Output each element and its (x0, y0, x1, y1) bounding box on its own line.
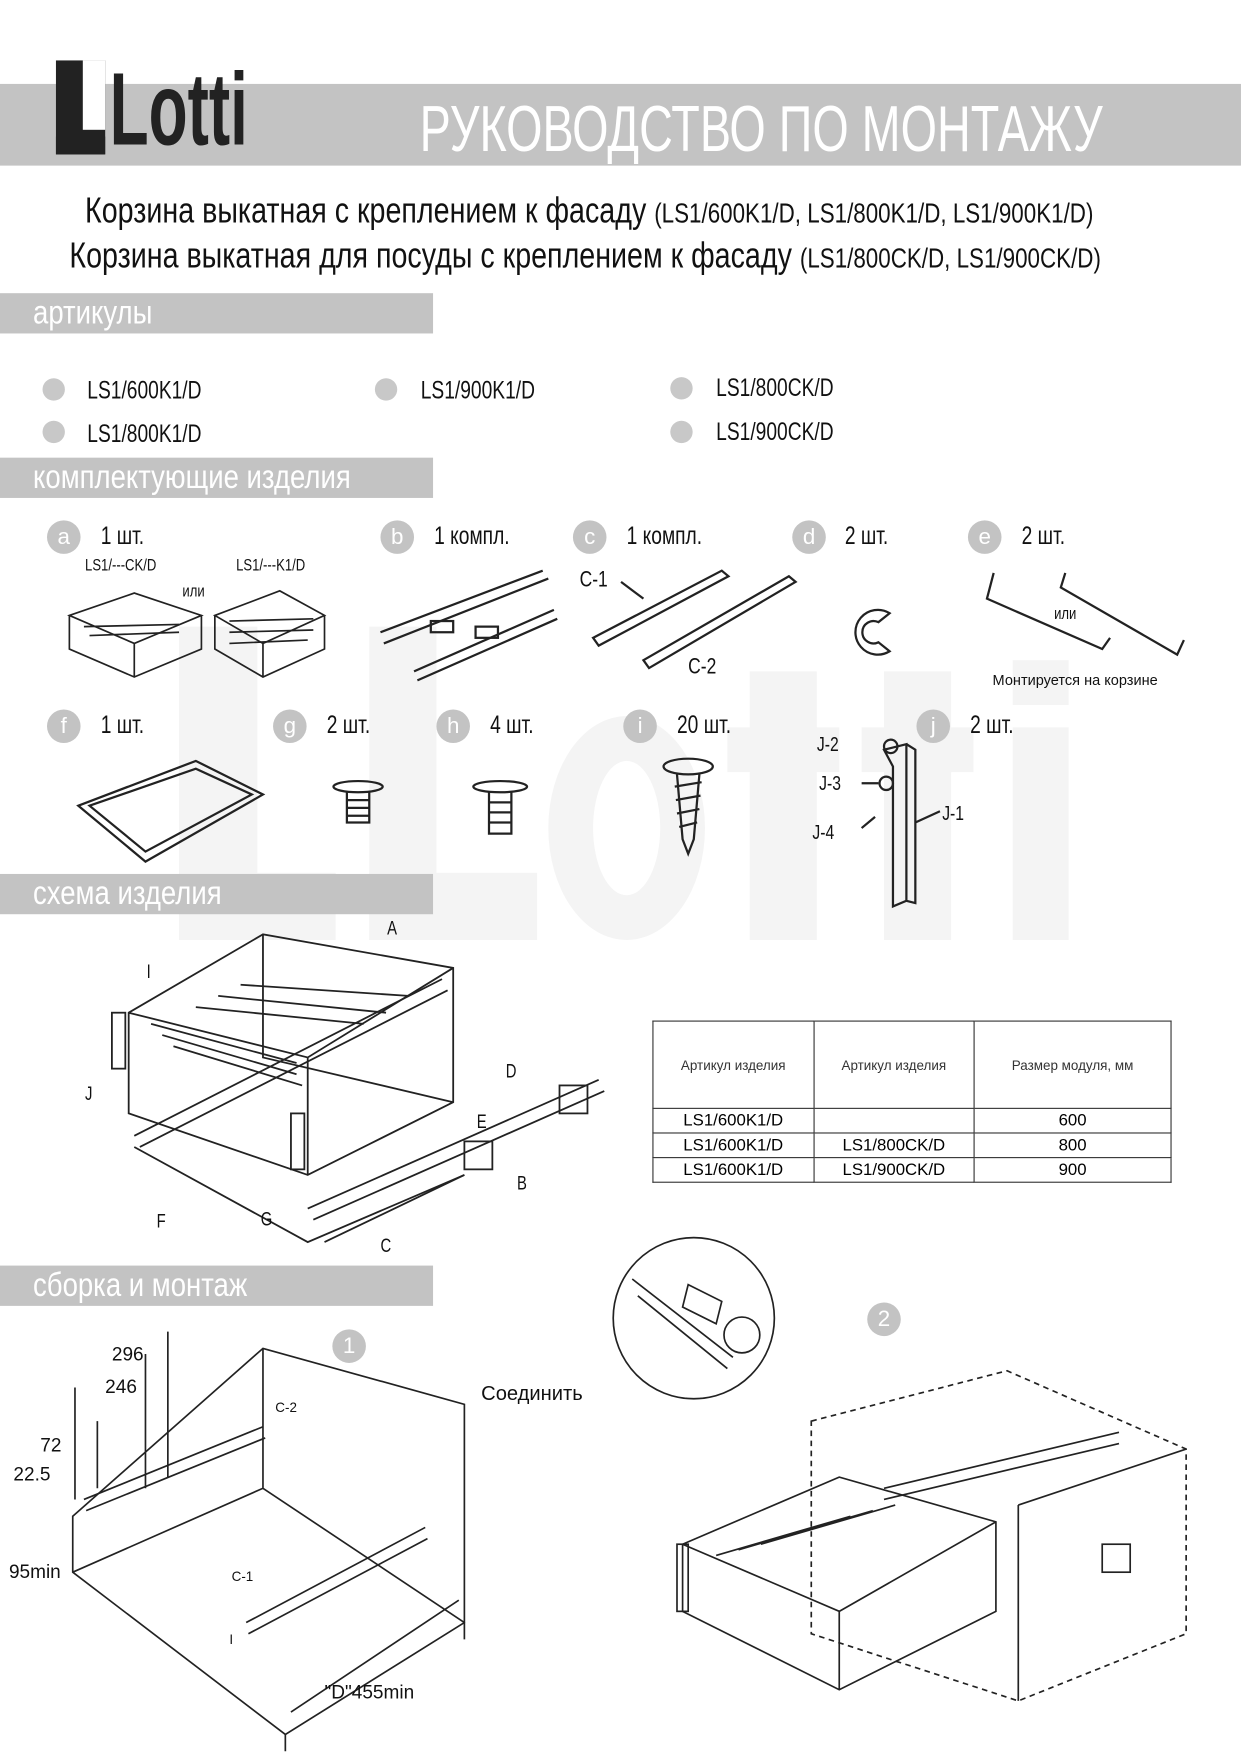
part-label: C-2 (275, 1399, 297, 1416)
step-2-badge: 2 (867, 1302, 901, 1337)
dimension-label: "D"455min (324, 1681, 415, 1704)
wire-bracket-illustration (985, 572, 1185, 657)
badge-i: i (623, 709, 657, 744)
logo-text: Lotti (109, 52, 248, 167)
badge-d: d (792, 520, 826, 554)
runners-illustration (380, 569, 558, 682)
subtitle-codes: (LS1/800CK/D, LS1/900CK/D) (799, 242, 1101, 275)
section-components: комплектующие изделия (0, 457, 434, 498)
frame-illustration (76, 759, 266, 863)
qty: 2 шт. (844, 521, 889, 550)
dimension-label: 246 (105, 1376, 137, 1398)
part-label: J-4 (812, 821, 835, 844)
part-label: I (229, 1631, 234, 1648)
bullet-icon (374, 378, 398, 401)
qty: 2 шт. (1021, 521, 1066, 550)
callout-label: C (380, 1235, 392, 1257)
callout-label: A (387, 917, 398, 939)
article-item: LS1/600K1/D (87, 375, 202, 404)
bullet-icon (42, 420, 65, 444)
size-table: Артикул изделия Артикул изделия Размер м… (652, 1020, 1172, 1183)
subtitle-text: Корзина выкатная для посуды с креплением… (69, 234, 792, 276)
qty: 1 компл. (434, 521, 510, 550)
badge-c: c (572, 520, 607, 554)
or-label: или (1054, 604, 1077, 624)
logo: Lotti (55, 53, 325, 167)
article-item: LS1/800CK/D (716, 373, 834, 402)
table-header: Размер модуля, мм (973, 1020, 1172, 1109)
dimension-label: 72 (40, 1434, 62, 1456)
part-label: C-1 (579, 567, 608, 592)
page-title: РУКОВОДСТВО ПО МОНТАЖУ (419, 92, 1103, 166)
connect-label: Соединить (481, 1381, 583, 1405)
screw-long-icon (472, 779, 529, 835)
part-label: C-1 (231, 1568, 254, 1585)
variant-label: LS1/---K1/D (236, 556, 306, 576)
subtitle-line1: Корзина выкатная с креплением к фасаду (… (85, 190, 1093, 231)
cabinet-step1-drawing (71, 1331, 466, 1752)
subtitle-line2: Корзина выкатная для посуды с креплением… (69, 235, 1101, 276)
callout-label: B (516, 1172, 527, 1194)
dimension-label: 95min (8, 1561, 61, 1583)
part-label: J-1 (942, 802, 965, 825)
qty: 2 шт. (326, 710, 371, 739)
section-assembly: сборка и монтаж (0, 1265, 434, 1306)
step-1-badge: 1 (332, 1329, 366, 1363)
qty: 2 шт. (970, 710, 1014, 739)
article-item: LS1/900CK/D (716, 417, 834, 446)
mount-note: Монтируется на корзине (992, 671, 1158, 689)
badge-j: j (916, 709, 951, 744)
cabinet-step2-drawing (676, 1369, 1187, 1702)
bullet-icon (670, 420, 693, 444)
callout-label: J (85, 1083, 93, 1105)
subtitle-codes: (LS1/600K1/D, LS1/800K1/D, LS1/900K1/D) (654, 198, 1094, 230)
callout-label: G (260, 1208, 273, 1230)
bullet-icon (670, 377, 693, 400)
front-bracket-illustration (860, 738, 941, 909)
dimension-label: 22.5 (13, 1463, 51, 1485)
section-articles: артикулы (0, 293, 434, 334)
callout-label: E (476, 1111, 487, 1133)
qty: 1 шт. (100, 521, 145, 550)
dimension-label: 296 (111, 1343, 144, 1366)
header-band (0, 83, 1241, 166)
qty: 4 шт. (490, 710, 534, 739)
subtitle-text: Корзина выкатная с креплением к фасаду (85, 190, 647, 231)
table-header: Артикул изделия (812, 1020, 975, 1109)
callout-label: I (146, 961, 151, 983)
or-label: или (182, 581, 205, 601)
clip-illustration (854, 608, 892, 656)
badge-b: b (380, 520, 415, 554)
part-label: J-3 (819, 772, 841, 795)
article-item: LS1/900K1/D (420, 375, 535, 404)
badge-g: g (273, 709, 307, 744)
badge-e: e (967, 520, 1002, 554)
qty: 1 шт. (100, 710, 145, 739)
qty: 20 шт. (676, 710, 732, 739)
screw-short-icon (332, 779, 384, 824)
product-scheme-drawing (111, 933, 605, 1244)
connector-bars-illustration (591, 569, 798, 670)
qty: 1 компл. (626, 521, 703, 550)
callout-label: D (505, 1060, 517, 1083)
table-header: Артикул изделия (652, 1020, 815, 1109)
part-label: J-2 (816, 732, 839, 756)
detail-circle-drawing (612, 1236, 776, 1400)
callout-label: F (156, 1210, 166, 1233)
badge-a: a (46, 520, 81, 554)
bullet-icon (42, 378, 65, 401)
article-item: LS1/800K1/D (87, 419, 202, 448)
variant-label: LS1/---CK/D (85, 556, 157, 576)
badge-h: h (436, 709, 470, 744)
basket-illustration (67, 589, 327, 678)
section-scheme: схема изделия (0, 873, 434, 915)
part-label: C-2 (688, 654, 717, 680)
self-tapping-screw-icon (662, 757, 714, 857)
badge-f: f (46, 709, 81, 744)
